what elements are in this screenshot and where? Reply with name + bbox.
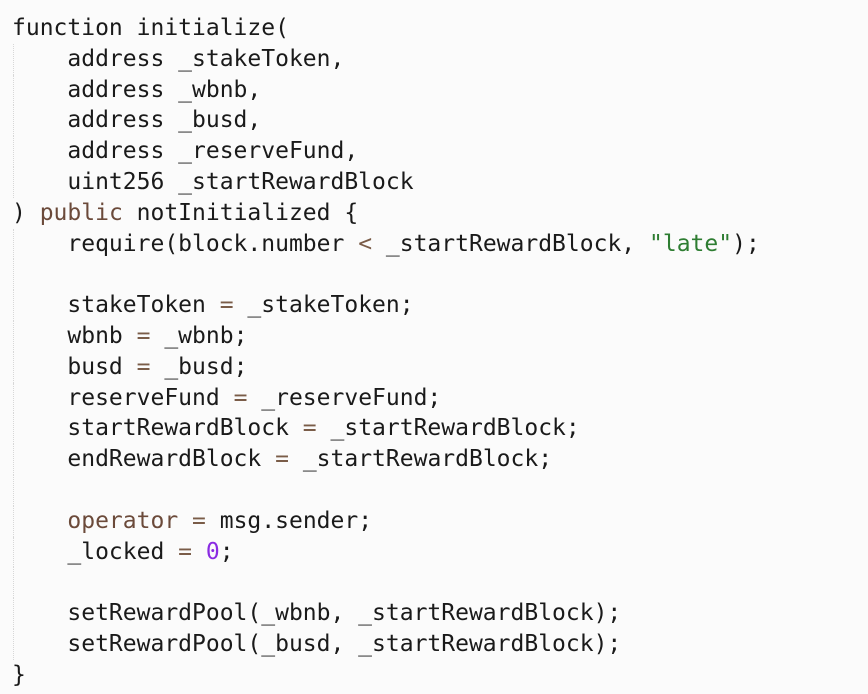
indent-guide bbox=[13, 320, 14, 352]
code-line[interactable]: require(block.number < _startRewardBlock… bbox=[12, 228, 760, 260]
code-token: = bbox=[178, 538, 193, 565]
indent-guide bbox=[13, 536, 14, 568]
code-token: address _busd, bbox=[12, 107, 262, 134]
code-token: operator bbox=[67, 507, 179, 534]
code-token: require(block.number bbox=[12, 230, 359, 257]
code-line[interactable]: startRewardBlock = _startRewardBlock; bbox=[12, 413, 760, 445]
indent-guide bbox=[13, 351, 14, 383]
code-token bbox=[178, 508, 192, 534]
code-token: = bbox=[192, 507, 206, 534]
code-token: _startRewardBlock; bbox=[288, 446, 553, 473]
code-token: } bbox=[12, 661, 26, 688]
code-token: endRewardBlock bbox=[12, 446, 276, 473]
indent-guide bbox=[13, 136, 14, 167]
code-token: uint256 _startRewardBlock bbox=[12, 168, 414, 195]
code-token: < bbox=[358, 230, 373, 257]
code-line[interactable]: address _busd, bbox=[12, 105, 760, 137]
code-line[interactable]: reserveFund = _reserveFund; bbox=[12, 382, 760, 414]
code-line[interactable]: endRewardBlock = _startRewardBlock; bbox=[12, 444, 760, 475]
code-token bbox=[192, 539, 206, 565]
indent-guide bbox=[13, 382, 14, 414]
code-line[interactable]: address _wbnb, bbox=[12, 74, 760, 106]
code-token: address _reserveFund, bbox=[12, 138, 359, 165]
code-token: busd bbox=[12, 353, 137, 380]
code-token: ; bbox=[219, 538, 234, 565]
code-token: _locked bbox=[12, 538, 179, 565]
code-token: wbnb bbox=[12, 322, 137, 349]
code-token: = bbox=[136, 353, 151, 380]
code-token bbox=[12, 508, 67, 534]
code-token: _busd; bbox=[150, 353, 248, 380]
code-token: address _wbnb, bbox=[12, 76, 262, 103]
indent-guide bbox=[13, 166, 14, 198]
code-token: startRewardBlock bbox=[12, 415, 303, 442]
code-token: _stakeToken; bbox=[233, 292, 414, 319]
code-line[interactable]: stakeToken = _stakeToken; bbox=[12, 290, 760, 321]
indent-guide bbox=[13, 290, 14, 321]
code-line[interactable] bbox=[12, 259, 760, 291]
indent-guide bbox=[13, 598, 14, 629]
code-token: function initialize( bbox=[12, 15, 289, 41]
code-line[interactable] bbox=[12, 474, 760, 506]
code-token: 0 bbox=[205, 538, 220, 565]
code-line[interactable]: setRewardPool(_wbnb, _startRewardBlock); bbox=[12, 598, 760, 629]
code-token: reserveFund bbox=[12, 384, 234, 411]
code-token: = bbox=[302, 415, 317, 442]
code-token: notInitialized { bbox=[122, 199, 359, 226]
indent-guide bbox=[13, 43, 14, 75]
indent-guide bbox=[13, 228, 14, 260]
indent-guide bbox=[13, 259, 14, 291]
indent-guide bbox=[13, 413, 14, 445]
code-token: stakeToken bbox=[12, 292, 220, 319]
code-line[interactable] bbox=[12, 567, 760, 599]
code-line[interactable]: function initialize( bbox=[12, 13, 760, 44]
code-token: = bbox=[136, 322, 151, 349]
code-token: = bbox=[219, 292, 234, 319]
indent-guide bbox=[13, 444, 14, 475]
indent-guide bbox=[13, 105, 14, 137]
code-token: address _stakeToken, bbox=[12, 45, 345, 72]
code-line[interactable]: } bbox=[12, 660, 760, 691]
code-token: "late" bbox=[649, 230, 733, 257]
code-line[interactable]: address _stakeToken, bbox=[12, 43, 760, 75]
code-line[interactable]: ) public notInitialized { bbox=[12, 198, 760, 229]
code-line[interactable]: _locked = 0; bbox=[12, 536, 760, 568]
indent-guide bbox=[13, 567, 14, 599]
code-line[interactable]: busd = _busd; bbox=[12, 351, 760, 383]
code-token: public bbox=[39, 199, 123, 226]
code-line[interactable]: operator = msg.sender; bbox=[12, 505, 760, 537]
indent-guide bbox=[13, 505, 14, 537]
code-token: = bbox=[233, 384, 248, 411]
code-token: _wbnb; bbox=[150, 322, 248, 349]
code-token: _reserveFund; bbox=[247, 384, 442, 411]
indent-guide bbox=[13, 74, 14, 106]
code-line[interactable]: uint256 _startRewardBlock bbox=[12, 166, 760, 198]
code-line[interactable]: setRewardPool(_busd, _startRewardBlock); bbox=[12, 628, 760, 660]
code-token: _startRewardBlock, bbox=[372, 230, 649, 257]
indent-guide bbox=[13, 474, 14, 506]
code-token: setRewardPool(_wbnb, _startRewardBlock); bbox=[12, 600, 622, 627]
code-token: msg.sender; bbox=[205, 507, 373, 534]
code-line[interactable]: wbnb = _wbnb; bbox=[12, 320, 760, 352]
code-token: _startRewardBlock; bbox=[316, 415, 580, 442]
code-block[interactable]: function initialize( address _stakeToken… bbox=[12, 13, 760, 691]
code-line[interactable]: address _reserveFund, bbox=[12, 136, 760, 167]
indent-guide bbox=[13, 628, 14, 660]
code-token: setRewardPool(_busd, _startRewardBlock); bbox=[12, 630, 622, 657]
code-token: ); bbox=[732, 230, 760, 257]
code-token: = bbox=[275, 446, 289, 473]
code-token: ) bbox=[12, 199, 40, 226]
